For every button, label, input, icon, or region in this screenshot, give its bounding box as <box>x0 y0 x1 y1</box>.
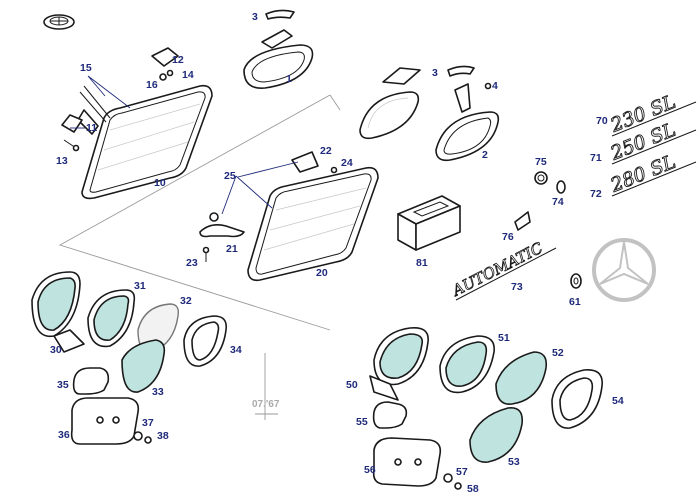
callout-81: 81 <box>416 257 428 269</box>
callout-70: 70 <box>596 115 608 127</box>
small-emblems <box>514 171 582 289</box>
exterior-mirror-right-group <box>369 326 603 490</box>
callout-50: 50 <box>346 379 358 391</box>
callout-54: 54 <box>612 395 624 407</box>
mercedes-star-emblem <box>592 238 656 302</box>
callout-25: 25 <box>224 170 236 182</box>
callout-15: 15 <box>80 62 92 74</box>
callout-74: 74 <box>552 196 564 208</box>
sun-visor-left <box>77 84 213 200</box>
model-badges: 230 SL 250 SL 280 SL <box>606 90 697 197</box>
exterior-mirror-left-group <box>31 271 228 445</box>
visor-hardware-right <box>199 151 338 262</box>
callout-75: 75 <box>535 156 547 168</box>
callout-35: 35 <box>57 379 69 391</box>
callout-31: 31 <box>134 280 146 292</box>
callout-61: 61 <box>569 296 581 308</box>
star-emblem-top <box>43 14 75 30</box>
callout-24: 24 <box>341 157 353 169</box>
callouts: 1 2 3 3 4 10 11 12 13 14 15 16 20 21 22 … <box>50 11 624 495</box>
callout-20: 20 <box>316 267 328 279</box>
callout-51: 51 <box>498 332 510 344</box>
callout-53: 53 <box>508 456 520 468</box>
callout-55: 55 <box>356 416 368 428</box>
callout-57: 57 <box>456 466 468 478</box>
callout-37: 37 <box>142 417 154 429</box>
callout-21: 21 <box>226 243 238 255</box>
callout-32: 32 <box>180 295 192 307</box>
callout-12: 12 <box>172 54 184 66</box>
callout-13: 13 <box>56 155 68 167</box>
automatic-badge: AUTOMATIC <box>447 238 557 301</box>
sun-visor-right <box>247 166 379 282</box>
callout-71: 71 <box>590 152 602 164</box>
callout-73: 73 <box>511 281 523 293</box>
callout-30: 30 <box>50 344 62 356</box>
callout-2: 2 <box>482 149 488 161</box>
storage-box <box>397 195 461 251</box>
date-code: 07.'67 <box>252 399 280 410</box>
leader-lines <box>70 75 299 215</box>
interior-mirror-upper <box>243 9 314 89</box>
callout-3-top: 3 <box>252 11 258 23</box>
callout-58: 58 <box>467 483 479 495</box>
visor-hardware-left <box>61 47 179 152</box>
callout-14: 14 <box>182 69 194 81</box>
callout-38: 38 <box>157 430 169 442</box>
perspective-guides <box>58 94 341 420</box>
callout-52: 52 <box>552 347 564 359</box>
callout-76: 76 <box>502 231 514 243</box>
callout-34: 34 <box>230 344 242 356</box>
callout-23: 23 <box>186 257 198 269</box>
callout-3-right: 3 <box>432 67 438 79</box>
callout-11: 11 <box>86 122 97 134</box>
callout-4: 4 <box>492 80 498 92</box>
callout-16: 16 <box>146 79 158 91</box>
automatic-badge-text: AUTOMATIC <box>448 239 546 301</box>
callout-10: 10 <box>154 177 166 189</box>
callout-33: 33 <box>152 386 164 398</box>
callout-36: 36 <box>58 429 70 441</box>
mirror-frame-clear <box>359 67 421 140</box>
interior-mirror-lower <box>435 65 500 162</box>
callout-1: 1 <box>286 73 292 85</box>
callout-22: 22 <box>320 145 332 157</box>
callout-72: 72 <box>590 188 602 200</box>
callout-56: 56 <box>364 464 376 476</box>
